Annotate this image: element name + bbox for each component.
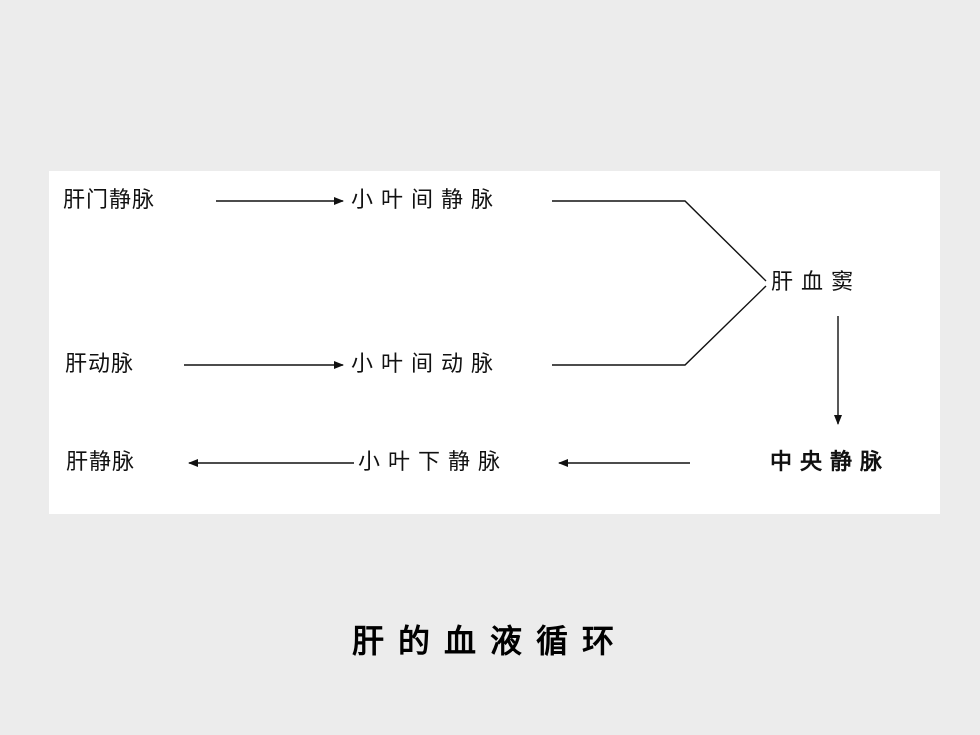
line-interlobular-artery-to-sinusoid [552, 285, 767, 366]
node-sinusoid: 肝血窦 [771, 270, 862, 295]
node-portal-vein: 肝门静脉 [63, 188, 156, 213]
node-hepatic-vein: 肝静脉 [66, 450, 136, 475]
node-hepatic-artery: 肝动脉 [65, 352, 135, 377]
node-central-vein: 中央静脉 [770, 450, 891, 475]
flow-arrows [184, 197, 842, 467]
line-interlobular-vein-to-sinusoid [552, 200, 767, 282]
diagram-panel: 肝门静脉 小叶间静脉 肝动脉 小叶间动脉 肝血窦 中央静脉 小叶下静脉 肝静脉 [49, 171, 940, 514]
node-interlobular-vein: 小叶间静脉 [351, 188, 502, 213]
node-sublobular-vein: 小叶下静脉 [358, 450, 509, 475]
node-interlobular-artery: 小叶间动脉 [351, 352, 502, 377]
diagram-caption: 肝的血液循环 [351, 622, 628, 660]
